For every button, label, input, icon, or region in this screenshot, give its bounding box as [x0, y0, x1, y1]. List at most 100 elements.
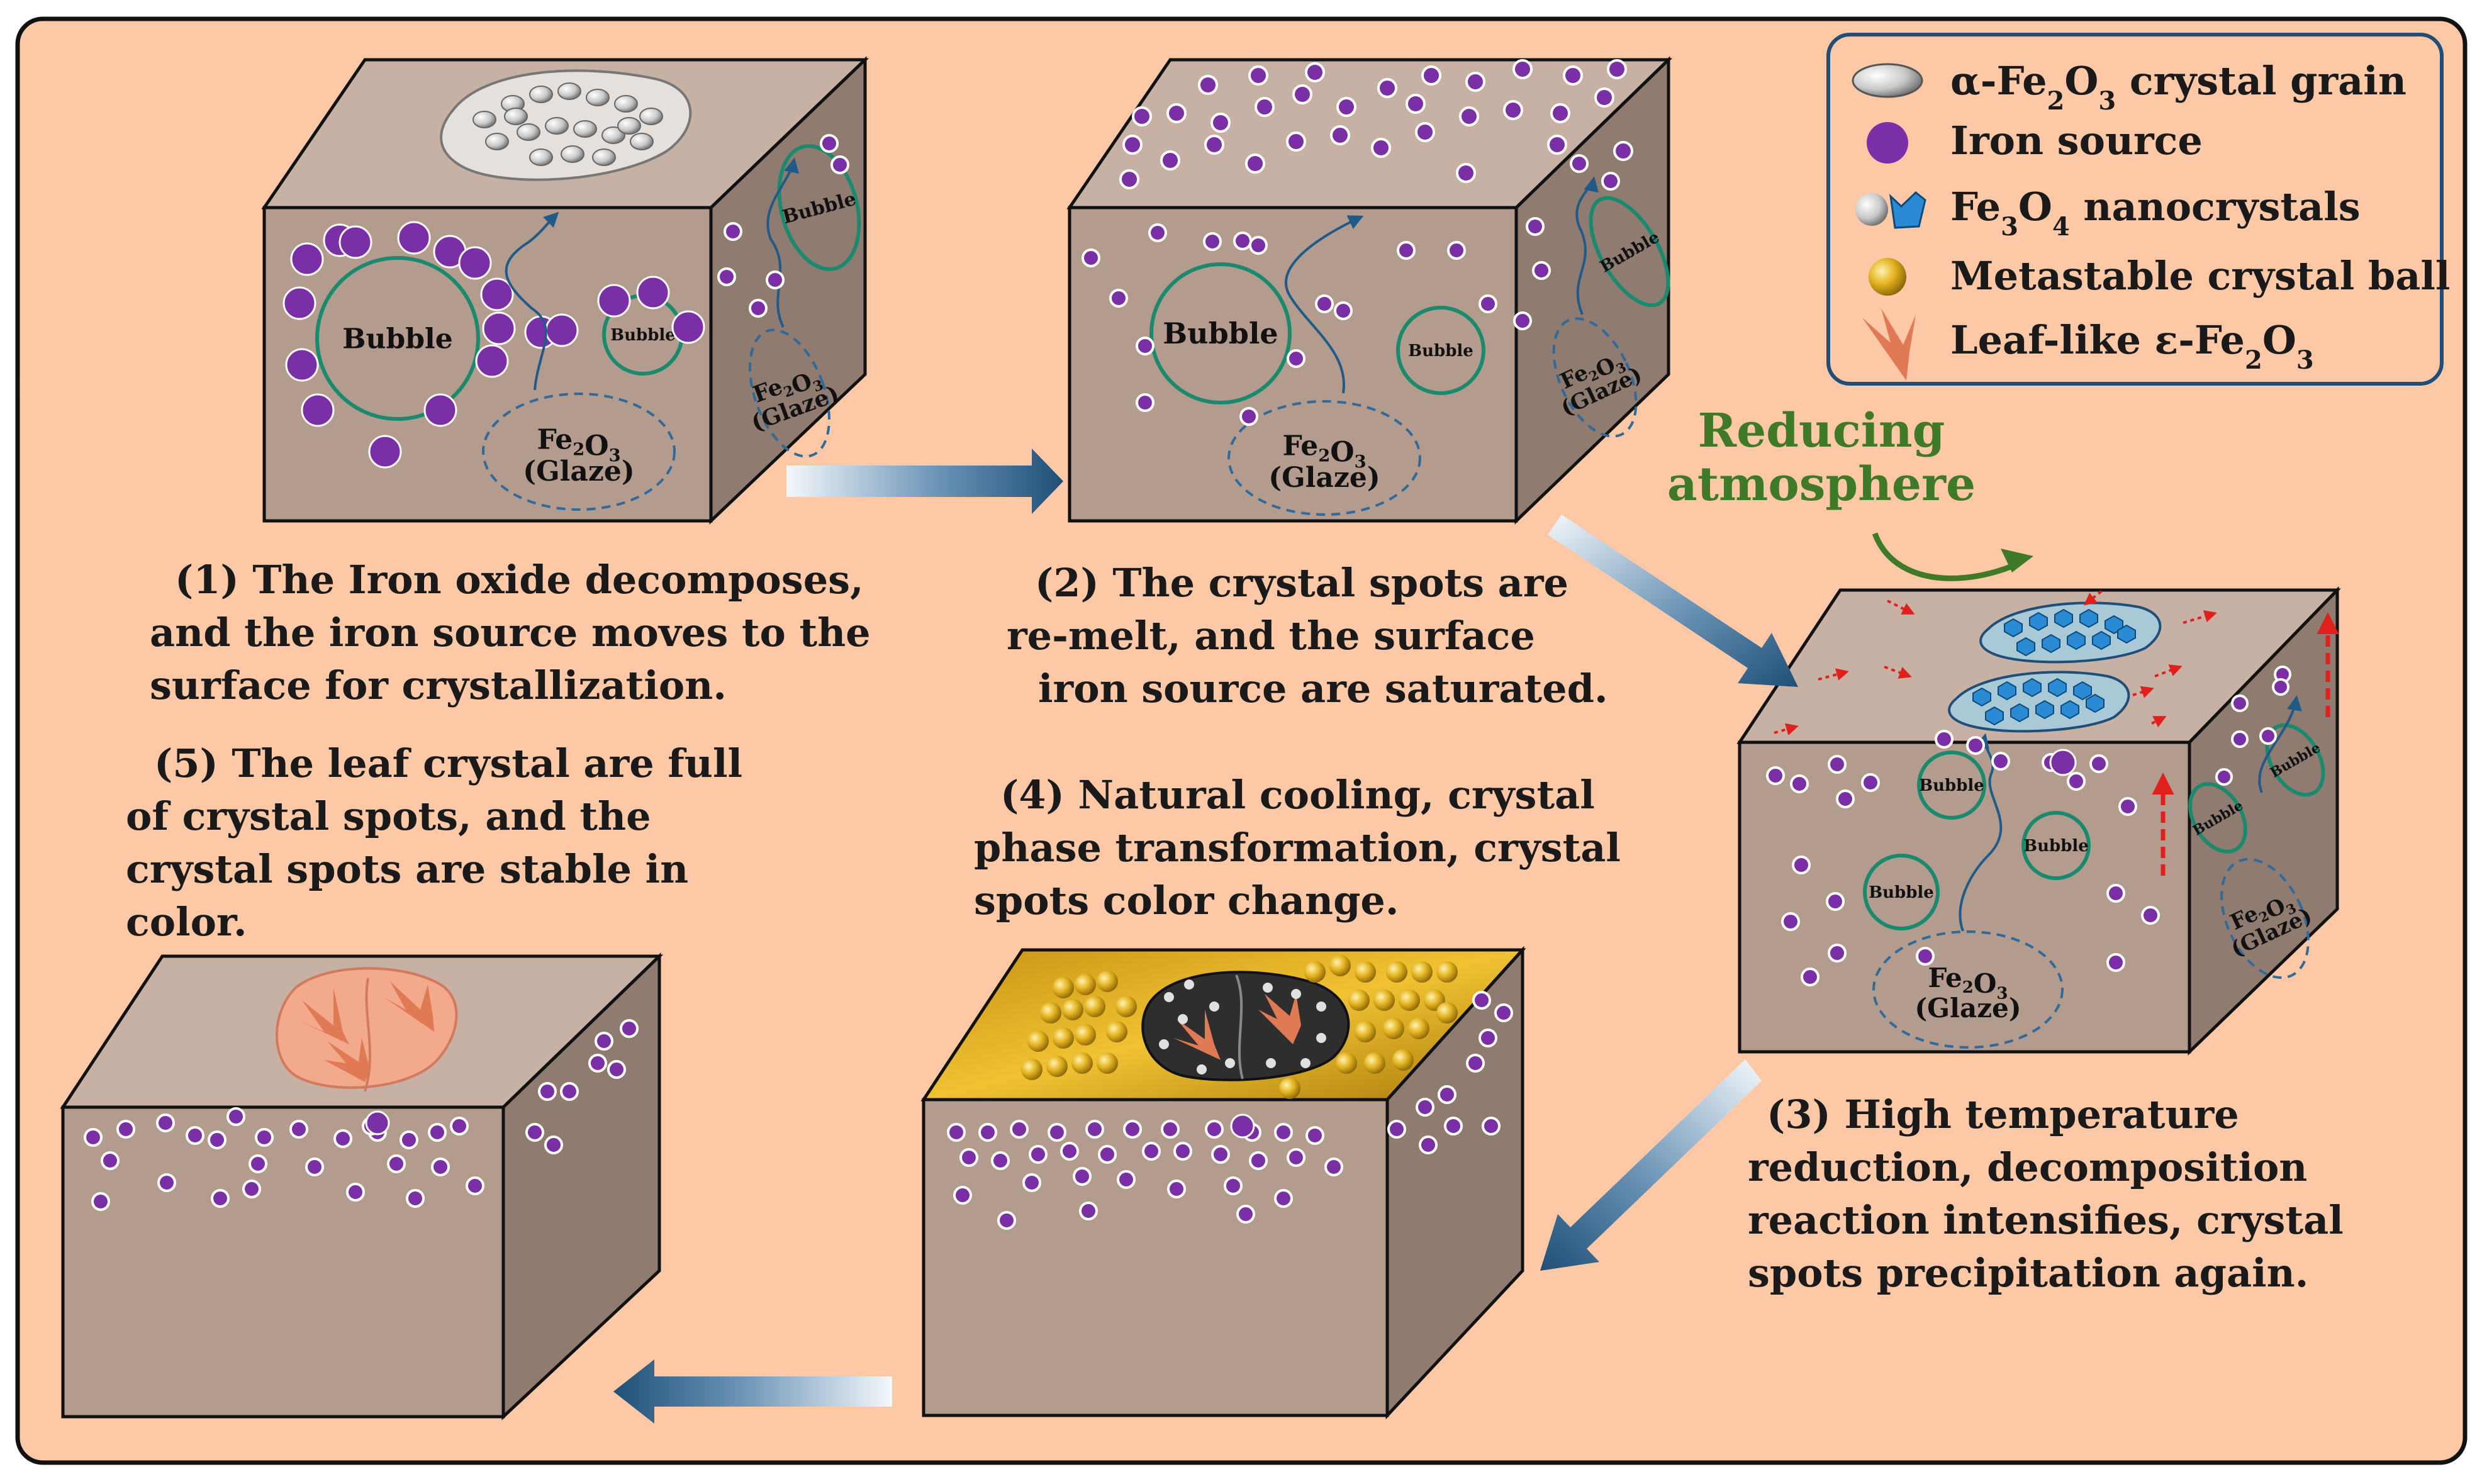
caption-step5-line2: of crystal spots, and the — [126, 793, 651, 839]
iron-source-dot — [1248, 65, 1268, 86]
caption-step3-line2: reduction, decomposition — [1748, 1144, 2308, 1190]
iron-source-dot — [428, 1123, 447, 1142]
fe3o4-nanocrystal — [2117, 624, 2136, 644]
glaze-formula-part: Fe — [537, 424, 573, 456]
iron-source-dot — [289, 1120, 308, 1139]
iron-source-dot — [544, 1135, 563, 1154]
iron-source-dot — [1136, 393, 1154, 412]
grain-boundary — [364, 978, 371, 1092]
migration-path — [1575, 176, 1599, 315]
bubble-ring — [2265, 723, 2325, 797]
iron-source-dot — [116, 1120, 135, 1139]
iron-source-dot — [1085, 1120, 1104, 1139]
glaze-outline — [1227, 400, 1421, 516]
reducing-label-line2: atmosphere — [1667, 457, 1976, 511]
bubble-label: Bubble — [1919, 776, 1984, 795]
block2-side-face — [1514, 56, 1670, 525]
iron-source-dot — [305, 1158, 324, 1176]
migration-path — [1285, 215, 1364, 394]
iron-source-dot — [947, 1123, 966, 1142]
metastable-crystal-ball — [1115, 996, 1137, 1017]
iron-source-dot — [1607, 59, 1627, 79]
leaf-crystal-shape — [384, 981, 434, 1032]
arrow-step2-to-step3 — [1548, 515, 1798, 687]
caption-step5-line3: crystal spots are stable in — [126, 846, 689, 892]
caption-step3-line3: reaction intensifies, crystal — [1748, 1197, 2344, 1243]
legend-label-0: α-Fe2O3 crystal grain — [1950, 58, 2407, 116]
fe3o4-nanocrystal — [2092, 630, 2111, 650]
iron-source-dot — [671, 310, 705, 344]
caption-step4-line3: spots color change. — [974, 878, 1399, 923]
alpha-fe2o3-grain — [614, 95, 638, 113]
block2-contents: BubbleBubbleFe2O3(Glaze)BubbleFe2O3(Glaz… — [1082, 59, 1670, 516]
iron-source-dot — [1203, 232, 1222, 251]
iron-source-dot — [2106, 884, 2125, 903]
legend-subscript: 3 — [2001, 212, 2018, 242]
iron-source-dot — [2067, 772, 2086, 791]
iron-source-dot — [1421, 65, 1441, 86]
iron-source-dot — [431, 1158, 450, 1176]
iron-source-dot — [338, 225, 372, 259]
glaze-label: (Glaze) — [523, 455, 634, 488]
glaze-formula: Fe2O3 — [537, 424, 620, 466]
iron-source-dot — [1503, 100, 1523, 120]
iron-source-dot — [595, 1032, 613, 1051]
iron-source-dot — [1173, 1142, 1192, 1161]
fe3o4-sphere-icon — [1855, 193, 1888, 226]
bubble-ring — [2021, 811, 2091, 880]
iron-source-dot — [1371, 138, 1391, 158]
caption-step2: (2) The crystal spots are re-melt, and t… — [1007, 557, 1608, 715]
metastable-crystal-ball — [1279, 1078, 1300, 1099]
glaze-subscript: 3 — [609, 445, 621, 466]
glaze-subscript: 3 — [1996, 984, 2008, 1003]
alpha-fe2o3-grain — [517, 123, 540, 141]
metastable-ball-small — [1316, 1001, 1326, 1012]
metastable-ball-small — [1300, 1058, 1311, 1068]
caption-step3-line1: (3) High temperature — [1767, 1091, 2239, 1137]
iron-source-dot — [588, 1054, 607, 1073]
iron-source-dot — [1249, 1151, 1268, 1170]
caption-step4: (4) Natural cooling, crystal phase trans… — [974, 769, 1621, 927]
metastable-ball-small — [1184, 979, 1194, 990]
bubble-label: Bubble — [2023, 837, 2089, 856]
iron-source-dot — [482, 311, 516, 345]
bubble-label: Bubble — [610, 326, 676, 345]
glaze-formula-part: Fe — [1282, 430, 1318, 462]
fe3o4-nanocrystal — [2067, 630, 2086, 650]
migration-path — [2258, 695, 2302, 793]
iron-source-dot — [1406, 94, 1426, 114]
iron-source-dot — [2259, 727, 2277, 745]
iron-source-dot — [1613, 141, 1633, 161]
caption-step2-line3: iron source are saturated. — [1038, 666, 1608, 711]
iron-source-dot — [1305, 62, 1325, 82]
glaze-formula-part: O — [1974, 968, 1997, 999]
leaf-crystal-shape — [324, 1038, 370, 1082]
reduction-arrow — [2151, 716, 2167, 728]
iron-source-dot — [545, 313, 579, 347]
bubble: Bubble — [1863, 854, 1940, 930]
caption-step2-line1: (2) The crystal spots are — [1035, 560, 1568, 606]
leaf-crystal-spot — [276, 967, 458, 1089]
iron-source-dot — [1255, 97, 1275, 117]
iron-source-dot — [1766, 766, 1785, 785]
migration-path — [1959, 733, 2003, 932]
alpha-fe2o3-grain — [529, 86, 553, 103]
iron-source-dot — [1826, 892, 1845, 911]
metastable-ball-small — [1316, 1033, 1326, 1043]
migration-path — [766, 157, 799, 328]
metastable-crystal-ball — [1053, 977, 1074, 998]
iron-source-dot — [717, 267, 736, 286]
caption-step2-line2: re-melt, and the surface — [1007, 613, 1535, 659]
metastable-crystal-ball — [1040, 1002, 1061, 1024]
iron-source-dot — [1547, 135, 1567, 155]
iron-source-dot — [400, 1130, 418, 1149]
iron-source-dot — [1148, 223, 1167, 242]
metastable-crystal-ball — [1075, 1024, 1096, 1046]
iron-source-dot — [1447, 241, 1466, 260]
iron-source-dot — [301, 393, 335, 427]
iron-source-dot — [597, 284, 631, 318]
iron-source-dot — [1801, 968, 1820, 986]
metastable-crystal-ball — [1075, 974, 1096, 995]
